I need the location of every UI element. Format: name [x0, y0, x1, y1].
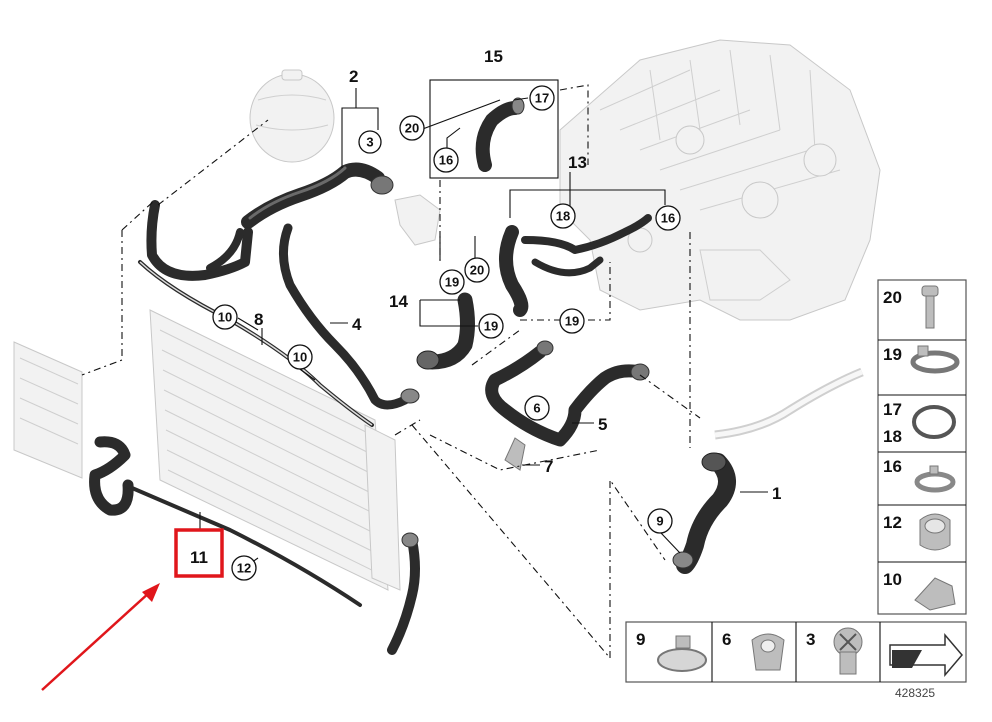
svg-text:3: 3 — [366, 135, 373, 150]
callout-10-b: 10 — [287, 344, 313, 370]
legend-label-17: 17 — [883, 400, 902, 419]
callout-17: 17 — [529, 85, 555, 111]
hose-left-upper-icon — [146, 200, 253, 281]
legend-label-19: 19 — [883, 345, 902, 364]
red-arrow-icon — [41, 583, 160, 691]
svg-text:6: 6 — [533, 401, 540, 416]
legend-label-9: 9 — [636, 630, 645, 649]
hose-clamp-icon — [910, 345, 960, 374]
hose-4-icon — [279, 223, 420, 410]
svg-text:19: 19 — [445, 275, 459, 290]
hose-5-icon — [485, 340, 650, 447]
pipe-clip-icon — [919, 513, 951, 551]
svg-text:17: 17 — [535, 91, 549, 106]
svg-text:18: 18 — [556, 209, 570, 224]
legend-label-3: 3 — [806, 630, 815, 649]
callout-19-b: 19 — [478, 313, 504, 339]
callout-8: 8 — [254, 310, 263, 329]
band-clamp-icon — [657, 635, 707, 672]
legend-side: 20 19 17 18 16 12 10 — [877, 279, 967, 615]
hose-13-icon — [499, 214, 652, 317]
callout-14: 14 — [389, 292, 408, 311]
legend-label-16: 16 — [883, 457, 902, 476]
hose-holder-icon — [751, 633, 785, 671]
callout-10-a: 10 — [212, 304, 238, 330]
hose-15-icon — [475, 97, 525, 172]
auxiliary-radiator-icon — [13, 341, 83, 479]
o-ring-icon — [912, 405, 956, 439]
callout-15: 15 — [484, 47, 503, 66]
clip-icon — [914, 577, 956, 611]
diagram-number: 428325 — [895, 686, 935, 700]
legend-bottom: 9 6 3 — [625, 621, 967, 683]
callout-5: 5 — [598, 415, 607, 434]
bracket-7-icon — [504, 437, 526, 471]
callout-7: 7 — [544, 457, 553, 476]
svg-text:20: 20 — [405, 121, 419, 136]
callout-1: 1 — [772, 484, 781, 503]
callout-20-b: 20 — [464, 257, 490, 283]
pipe-right-icon — [714, 367, 864, 440]
bleed-line-icon — [138, 260, 374, 427]
hose-lower-left-icon — [89, 436, 420, 655]
callout-13: 13 — [568, 153, 587, 172]
svg-text:10: 10 — [293, 350, 307, 365]
svg-text:19: 19 — [484, 319, 498, 334]
bleed-screw-icon — [833, 627, 863, 675]
legend-label-12: 12 — [883, 513, 902, 532]
callout-16-a: 16 — [433, 147, 459, 173]
callout-19-a: 19 — [439, 269, 465, 295]
bolt-icon — [921, 285, 939, 329]
svg-text:11: 11 — [190, 548, 208, 567]
callout-20-a: 20 — [399, 115, 425, 141]
callout-6: 6 — [524, 395, 550, 421]
callout-16-b: 16 — [655, 205, 681, 231]
svg-text:20: 20 — [470, 263, 484, 278]
callout-12: 12 — [231, 555, 257, 581]
direction-arrow-icon — [889, 632, 963, 678]
svg-text:16: 16 — [661, 211, 675, 226]
callout-2: 2 — [349, 67, 358, 86]
hose-1-icon — [672, 452, 736, 574]
legend-label-6: 6 — [722, 630, 731, 649]
hose-14-icon — [416, 292, 475, 370]
callout-19-c: 19 — [559, 308, 585, 334]
callout-9: 9 — [647, 508, 673, 534]
svg-text:10: 10 — [218, 310, 232, 325]
callout-3: 3 — [358, 130, 382, 154]
spring-clamp-icon — [914, 465, 956, 493]
callout-4: 4 — [352, 315, 362, 334]
svg-text:16: 16 — [439, 153, 453, 168]
callout-11-highlight: 11 — [174, 528, 224, 578]
callout-18: 18 — [550, 203, 576, 229]
legend-label-18: 18 — [883, 427, 902, 446]
hose-2-icon — [241, 162, 441, 246]
radiator-icon — [149, 309, 401, 591]
svg-text:19: 19 — [565, 314, 579, 329]
legend-label-20: 20 — [883, 288, 902, 307]
svg-text:12: 12 — [237, 561, 251, 576]
legend-label-10: 10 — [883, 570, 902, 589]
engine-block-icon — [559, 39, 881, 321]
svg-text:9: 9 — [656, 514, 663, 529]
expansion-tank-icon — [249, 69, 335, 163]
